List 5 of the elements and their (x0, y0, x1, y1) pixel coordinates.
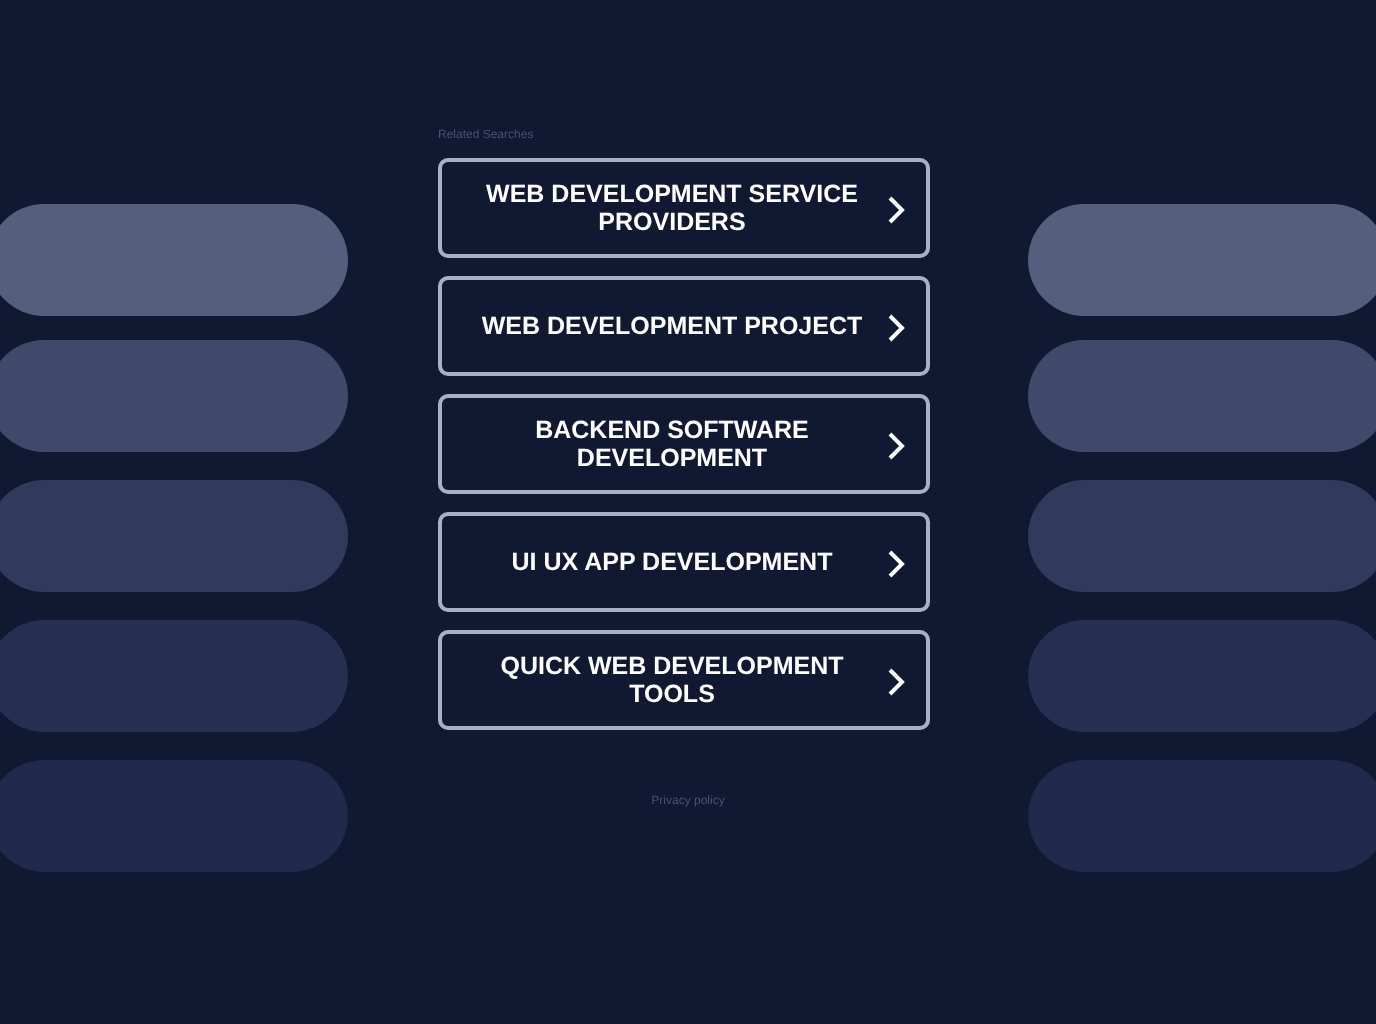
search-link-button: BACKEND SOFTWARE DEVELOPMENT (438, 394, 930, 494)
search-link-button: UI UX APP DEVELOPMENT (438, 512, 930, 612)
search-link-button: WEB DEVELOPMENT SERVICE PROVIDERS (438, 158, 930, 258)
search-link-button: QUICK WEB DEVELOPMENT TOOLS (438, 630, 930, 730)
search-link-button: WEB DEVELOPMENT PROJECT (438, 276, 930, 376)
